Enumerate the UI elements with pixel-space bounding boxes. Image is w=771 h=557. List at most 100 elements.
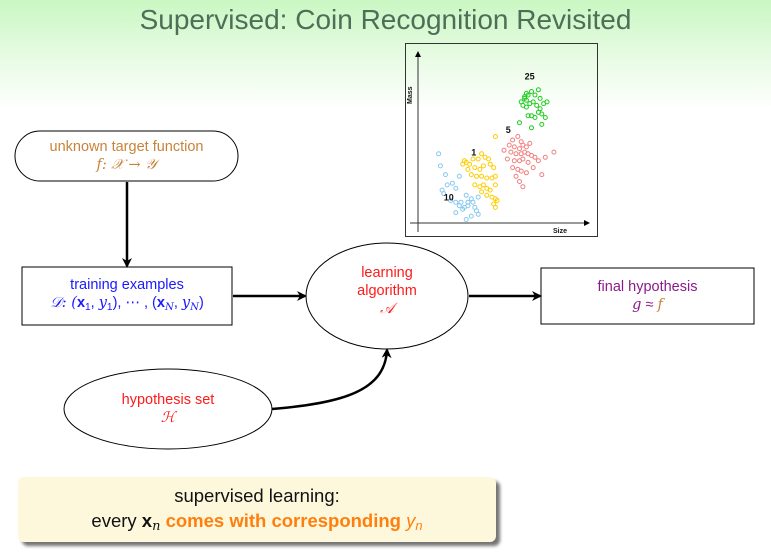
scatter-point-25-4 [529, 89, 534, 94]
scatter-point-1-4 [467, 161, 473, 167]
scatter-point-25-23 [529, 125, 534, 131]
scatter-point-5-3 [506, 142, 512, 148]
scatter-point-5-5 [517, 146, 522, 152]
scatter-point-10-5 [441, 191, 447, 197]
cluster-label-25: 25 [525, 71, 535, 81]
scatter-point-1-29 [484, 192, 490, 198]
learning-algorithm-label-1: learning [361, 265, 413, 281]
scatter-point-1-5 [470, 156, 476, 162]
scatter-point-1-6 [475, 156, 481, 162]
scatter-point-1-10 [465, 166, 471, 172]
final-hypothesis-formula: g ≈ f [632, 297, 663, 313]
x-axis-label: Size [553, 228, 567, 235]
training-examples-text: training examples 𝒟: (x1, y1), ⋯ , (xN, … [22, 276, 232, 313]
scatter-point-5-33 [551, 149, 557, 155]
scatter-point-10-0 [436, 151, 442, 157]
scatter-point-5-9 [501, 147, 507, 153]
scatter-point-1-14 [487, 161, 493, 167]
scatter-point-10-8 [456, 173, 462, 179]
scatter-point-1-11 [472, 165, 478, 171]
scatter-point-1-12 [477, 166, 483, 172]
scatter-point-1-9 [486, 156, 491, 162]
scatter-point-5-11 [513, 151, 519, 157]
scatter-point-10-12 [463, 192, 469, 198]
scatter-point-1-0 [492, 134, 498, 139]
scatter-point-25-18 [532, 115, 538, 120]
scatter-point-1-17 [474, 173, 479, 179]
scatter-point-10-7 [453, 185, 459, 191]
scatter-point-25-20 [539, 111, 545, 117]
y-axis-label: Mass [407, 86, 414, 104]
scatter-point-5-4 [511, 144, 517, 150]
scatter-point-5-8 [527, 140, 533, 146]
scatter-point-1-15 [491, 165, 497, 171]
supervised-learning-callout: supervised learning: every xn comes with… [18, 477, 496, 542]
scatter-point-1-19 [484, 175, 490, 181]
final-hypothesis-label: final hypothesis [597, 279, 698, 295]
scatter-point-1-33 [492, 204, 498, 210]
scatter-point-10-26 [453, 210, 459, 216]
callout-line-1: supervised learning: [174, 485, 340, 506]
scatter-point-25-22 [517, 120, 522, 126]
scatter-point-25-3 [525, 92, 531, 98]
scatter-point-10-6 [449, 180, 455, 186]
arrow-hypothesis-to-algorithm [271, 348, 392, 411]
scatter-point-5-22 [530, 165, 536, 171]
scatter-point-5-24 [542, 154, 548, 160]
scatter-point-10-25 [465, 199, 471, 205]
final-hypothesis-node [540, 267, 755, 325]
scatter-point-5-25 [510, 165, 516, 171]
scatter-points [436, 87, 557, 222]
scatter-point-1-13 [480, 163, 486, 169]
training-examples-label: training examples [70, 277, 184, 293]
scatter-point-5-1 [515, 134, 521, 139]
scatter-point-10-20 [475, 211, 481, 217]
learning-algorithm-label-2: algorithm [357, 283, 417, 299]
scatter-point-25-24 [539, 121, 545, 127]
scatter-point-10-24 [456, 203, 462, 209]
scatter-axes: Mass Size [407, 51, 590, 235]
slide-title: Supervised: Coin Recognition Revisited [139, 4, 632, 35]
target-function-node [14, 130, 239, 182]
scatter-point-1-22 [472, 182, 478, 188]
scatter-point-25-5 [532, 92, 538, 98]
hypothesis-set-text: hypothesis set ℋ [64, 391, 272, 427]
cluster-label-10: 10 [444, 193, 454, 203]
scatter-point-1-24 [480, 182, 486, 188]
scatter-point-25-21 [542, 115, 548, 120]
scatter-point-10-10 [453, 199, 459, 205]
scatter-point-10-1 [437, 163, 443, 169]
scatter-point-5-16 [532, 154, 538, 160]
scatter-point-10-16 [470, 199, 476, 205]
hypothesis-set-label: hypothesis set [121, 392, 215, 408]
scatter-point-5-0 [510, 137, 516, 143]
coin-scatter-plot [405, 43, 598, 237]
scatter-point-5-32 [539, 172, 545, 178]
scatter-point-5-10 [508, 149, 514, 155]
callout-line-2: every xn comes with corresponding yn [91, 510, 423, 534]
scatter-point-25-12 [534, 102, 540, 108]
scatter-point-5-29 [513, 173, 519, 179]
scatter-point-5-20 [520, 156, 526, 162]
scatter-point-25-16 [525, 113, 531, 119]
scatter-point-5-21 [525, 159, 531, 165]
training-examples-formula: 𝒟: (x1, y1), ⋯ , (xN, yN) [50, 295, 204, 313]
target-function-label: unknown target function [49, 139, 204, 155]
scatter-point-5-17 [504, 156, 510, 162]
target-function-text: unknown target function f: 𝒳 → 𝒴 [15, 138, 238, 174]
scatter-point-5-30 [517, 179, 522, 184]
learning-algorithm-text: learning algorithm 𝒜 [306, 264, 468, 318]
final-hypothesis-text: final hypothesis g ≈ f [541, 278, 754, 314]
scatter-point-25-9 [523, 104, 529, 110]
cluster-label-1: 1 [471, 148, 476, 158]
scatter-point-5-31 [520, 184, 526, 190]
scatter-point-5-18 [511, 158, 517, 164]
scatter-point-5-23 [535, 158, 541, 164]
scatter-point-1-21 [492, 173, 498, 179]
training-examples-node [21, 266, 233, 326]
scatter-point-5-28 [523, 170, 529, 176]
learning-algorithm-symbol: 𝒜 [380, 301, 394, 317]
scatter-point-1-16 [468, 172, 474, 178]
scatter-point-5-7 [523, 144, 529, 150]
